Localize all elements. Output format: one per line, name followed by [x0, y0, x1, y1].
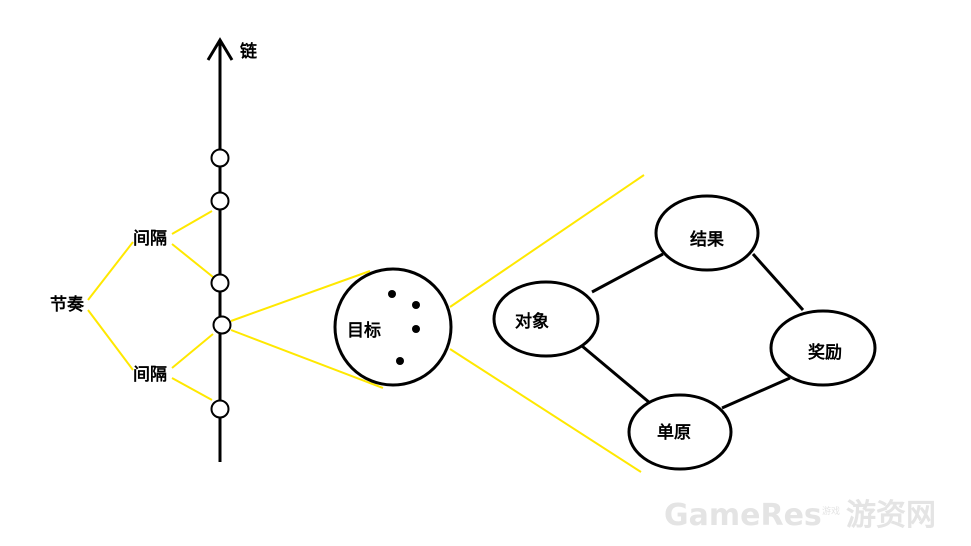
line-target-zoom-bottom: [449, 348, 642, 473]
unit-node: [627, 393, 733, 471]
line-rhythm-interval-bottom: [87, 309, 134, 371]
line-node-target-bottom: [230, 329, 384, 389]
interval-top-label: 间隔: [133, 228, 167, 249]
chain-label: 链: [240, 41, 258, 62]
chain-nodes: [210, 148, 232, 419]
edge-object-unit: [581, 344, 651, 405]
network-nodes: [492, 194, 877, 471]
chain-node: [210, 273, 230, 293]
edge-unit-reward: [721, 376, 791, 410]
reward-label: 奖励: [808, 342, 842, 363]
result-node: [654, 194, 760, 272]
chain-arrowhead: [206, 37, 234, 61]
chain-axis: [206, 37, 234, 462]
chain-node: [210, 191, 230, 211]
watermark-site: 游资网: [846, 498, 936, 533]
line-target-zoom-top: [449, 174, 645, 308]
line-interval-bottom-node4: [171, 333, 214, 369]
reward-node: [769, 309, 877, 387]
target-dot: [396, 357, 404, 365]
yellow-connectors: [87, 174, 645, 473]
watermark-small: 游戏: [822, 505, 840, 517]
target-label: 目标: [347, 320, 381, 341]
edge-object-result: [591, 252, 664, 294]
interval-bottom-label: 间隔: [133, 364, 167, 385]
edge-result-reward: [751, 253, 805, 311]
object-label: 对象: [515, 311, 549, 332]
line-interval-top-node2: [171, 210, 213, 235]
target-dot: [412, 301, 420, 309]
line-rhythm-interval-top: [87, 241, 134, 301]
line-interval-top-node3: [171, 243, 214, 278]
target-dot: [388, 290, 396, 298]
result-label: 结果: [690, 229, 724, 250]
rhythm-label: 节奏: [50, 294, 85, 315]
watermark-brand: GameRes: [664, 498, 822, 533]
network-edges: [581, 252, 805, 410]
unit-label: 单原: [657, 422, 691, 443]
chain-node: [210, 399, 230, 419]
watermark: GameRes 游戏 游资网: [664, 498, 936, 533]
target-circle: [333, 267, 453, 387]
line-interval-bottom-node5: [171, 377, 213, 401]
object-node: [492, 280, 600, 358]
line-node-target-top: [230, 270, 371, 322]
chain-node: [212, 315, 232, 335]
target-dot: [412, 325, 420, 333]
target-circle-group: [333, 267, 453, 387]
chain-node: [210, 148, 230, 168]
